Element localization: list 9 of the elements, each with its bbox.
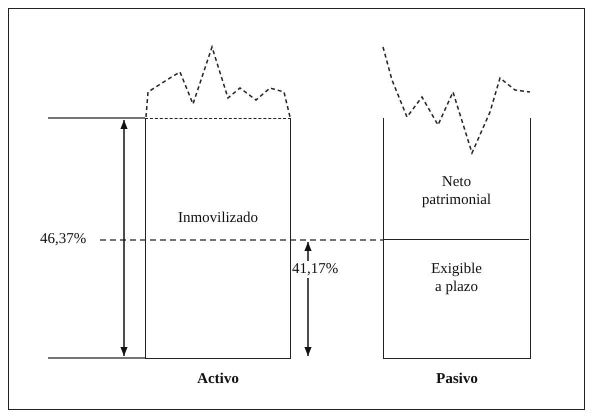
dimension-label: 46,37%	[40, 231, 86, 248]
column-caption: Pasivo	[435, 371, 479, 388]
dimension-label: 41,17%	[292, 261, 338, 278]
column-caption: Activo	[196, 371, 240, 388]
asset-column	[145, 118, 291, 359]
section-label: Inmovilizado	[177, 209, 259, 227]
section-label: Neto patrimonial	[420, 173, 492, 209]
section-label: Exigible a plazo	[430, 260, 483, 296]
liability-column	[383, 118, 531, 359]
